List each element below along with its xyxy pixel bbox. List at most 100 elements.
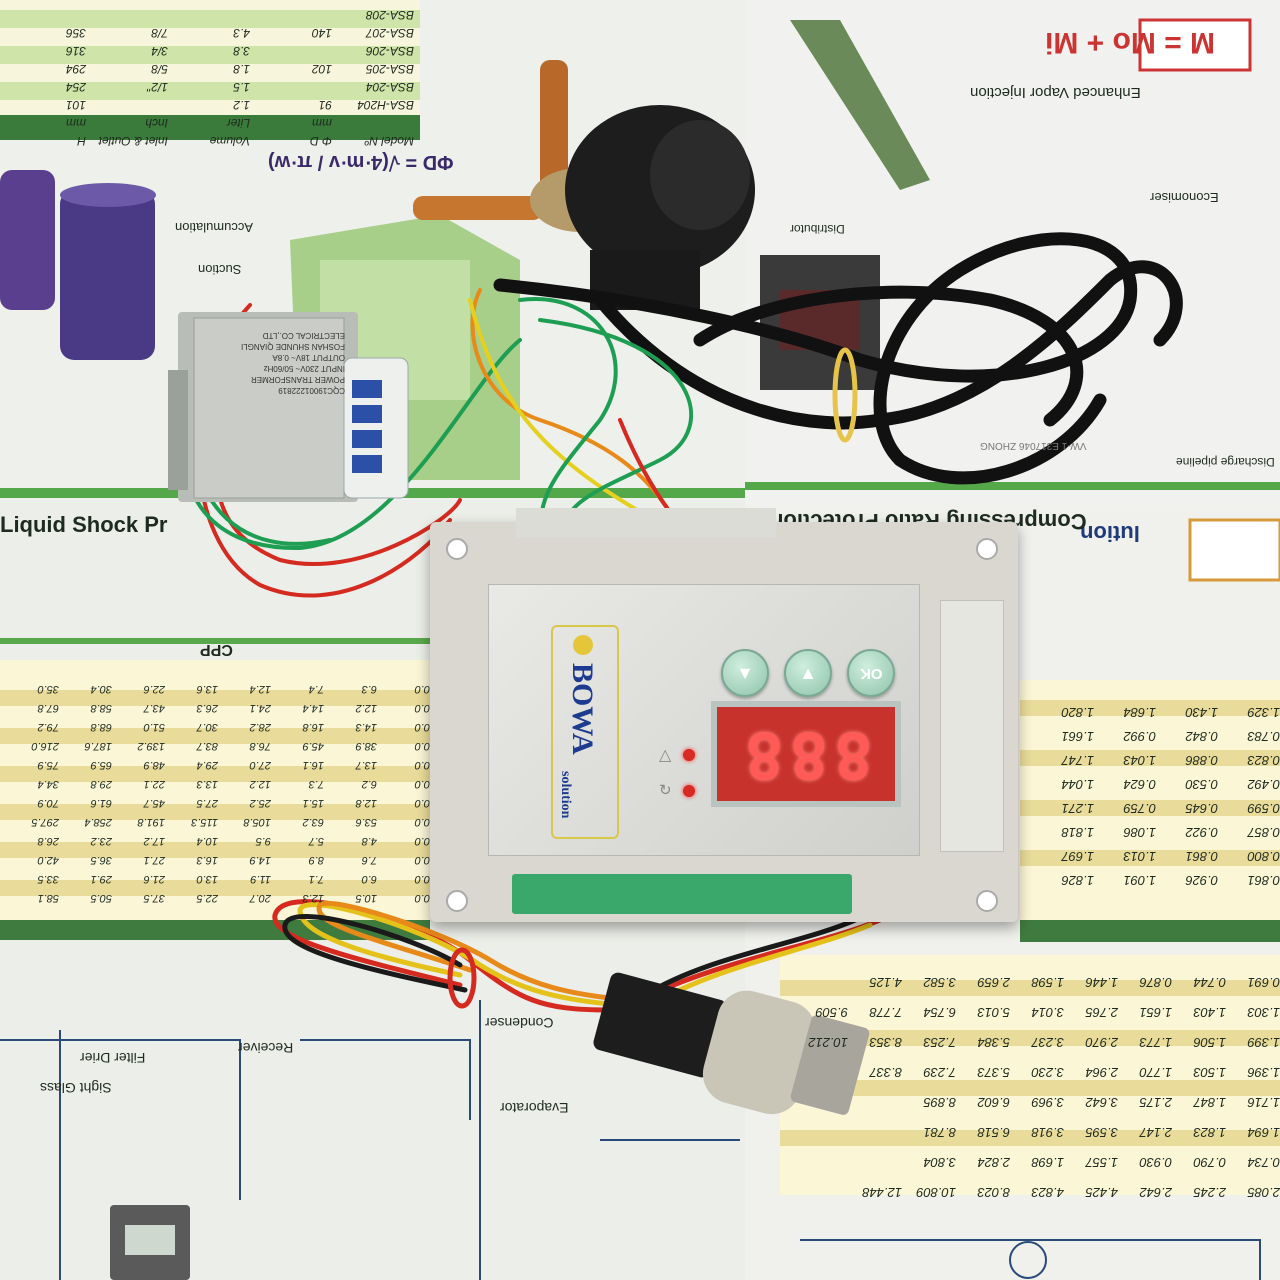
- down-arrow-icon: ▼: [736, 662, 754, 683]
- table-cell: 4.823: [1031, 1185, 1064, 1200]
- side-cover: [940, 600, 1004, 852]
- led-display: 888: [711, 701, 901, 807]
- up-arrow-icon: ▲: [799, 662, 817, 683]
- table-cell: 4.3: [233, 26, 250, 40]
- table-cell: 68.8: [90, 721, 112, 733]
- table-cell: 5.7: [308, 835, 324, 847]
- kw-table-right-bg: [780, 18, 1280, 1195]
- table-cell: 3.804: [923, 1155, 956, 1170]
- table-cell: 0.0: [414, 721, 430, 733]
- table-cell: 13.7: [355, 759, 377, 771]
- table-cell: 45.7: [143, 797, 165, 809]
- table-cell: 0.861: [1247, 873, 1280, 888]
- table-cell: 14.4: [302, 702, 324, 714]
- table-cell: 1.303: [1247, 1005, 1280, 1020]
- table-cell: Inch: [145, 116, 168, 130]
- table-cell: 12.2: [249, 778, 271, 790]
- table-cell: 65.9: [90, 759, 112, 771]
- table-cell: 16.1: [302, 759, 324, 771]
- table-cell: 83.7: [196, 740, 218, 752]
- table-cell: BSA-204: [365, 80, 414, 94]
- table-cell: 0.0: [414, 740, 430, 752]
- table-cell: 13.0: [196, 873, 218, 885]
- table-cell: 0.0: [414, 873, 430, 885]
- table-cell: 9.509: [815, 1005, 848, 1020]
- table-cell: 34.4: [37, 778, 59, 790]
- table-cell: 0.857: [1247, 825, 1280, 840]
- table-cell: 53.6: [355, 816, 377, 828]
- table-cell: 17.2: [143, 835, 165, 847]
- table-cell: 45.9: [302, 740, 324, 752]
- schematic-lines: [0, 1000, 1261, 1280]
- table-cell: 37.5: [143, 892, 165, 904]
- table-cell: 16.3: [196, 854, 218, 866]
- down-button[interactable]: ▼: [721, 649, 769, 697]
- table-cell: 1.091: [1123, 873, 1156, 888]
- table-cell: mm: [66, 116, 86, 130]
- brand-tagline: solution: [558, 771, 573, 819]
- table-cell: 67.8: [37, 702, 59, 714]
- table-cell: 12.2: [355, 702, 377, 714]
- table-cell: 356: [65, 26, 86, 40]
- table-cell: Liter: [226, 116, 250, 130]
- table-cell: 1.697: [1061, 849, 1094, 864]
- table-cell: 7.6: [361, 854, 377, 866]
- table-cell: 5.384: [977, 1035, 1010, 1050]
- table-cell: [4, 4, 86, 22]
- table-cell: 0.922: [1185, 825, 1218, 840]
- table-cell: 140: [311, 26, 332, 40]
- table-cell: 14.9: [249, 854, 271, 866]
- table-cell: 61.6: [90, 797, 112, 809]
- transformer-label: CQC19001222819 POWER TRANSFORMER INPUT 2…: [200, 330, 345, 396]
- table-cell: 191.8: [137, 816, 165, 828]
- table-cell: 11.9: [250, 873, 271, 885]
- table-cell: 29.1: [90, 873, 112, 885]
- label-accumulation: Accumulation: [175, 220, 254, 235]
- table-cell: mm: [312, 116, 332, 130]
- kw-table-left-bg: [0, 660, 430, 940]
- table-cell: 0.992: [1123, 729, 1156, 744]
- table-cell: 0.744: [1193, 975, 1226, 990]
- table-cell: 1.8: [233, 62, 250, 76]
- table-cell: 27.0: [249, 759, 271, 771]
- table-cell: 8.781: [923, 1125, 956, 1140]
- table-row: mm Liter Inch mm: [4, 112, 414, 130]
- table-cell: 3.582: [923, 975, 956, 990]
- table-cell: 1.770: [1139, 1065, 1172, 1080]
- table-cell: 10.4: [196, 835, 218, 847]
- table-cell: 1.271: [1061, 801, 1094, 816]
- table-cell: 0.926: [1185, 873, 1218, 888]
- table-cell: 8.9: [308, 854, 324, 866]
- table-cell: 38.9: [355, 740, 377, 752]
- table-cell: 20.7: [249, 892, 271, 904]
- table-cell: 8.023: [977, 1185, 1010, 1200]
- table-cell: 0.790: [1193, 1155, 1226, 1170]
- table-cell: 0.930: [1139, 1155, 1172, 1170]
- table-cell: 0.734: [1247, 1155, 1280, 1170]
- table-cell: 7.778: [869, 1005, 902, 1020]
- table-cell: 0.861: [1185, 849, 1218, 864]
- table-row: BSA-208: [4, 4, 414, 22]
- table-cell: 1.694: [1247, 1125, 1280, 1140]
- table-cell: Volume: [209, 134, 250, 148]
- table-cell: 7/8: [151, 26, 168, 40]
- table-cell: 1.823: [1193, 1125, 1226, 1140]
- table-cell: 1.5: [233, 80, 250, 94]
- table-cell: 26.3: [196, 702, 218, 714]
- label-economiser: Economiser: [1150, 190, 1219, 205]
- table-cell: 13.6: [196, 683, 218, 695]
- table-cell: 12.8: [355, 797, 377, 809]
- table-cell: H: [77, 134, 86, 148]
- table-cell: 22.6: [143, 683, 165, 695]
- table-cell: 1.847: [1193, 1095, 1226, 1110]
- table-cell: [168, 4, 250, 22]
- ok-button[interactable]: OK: [847, 649, 895, 697]
- table-cell: 101: [65, 98, 86, 112]
- table-cell: 33.5: [37, 873, 59, 885]
- up-button[interactable]: ▲: [784, 649, 832, 697]
